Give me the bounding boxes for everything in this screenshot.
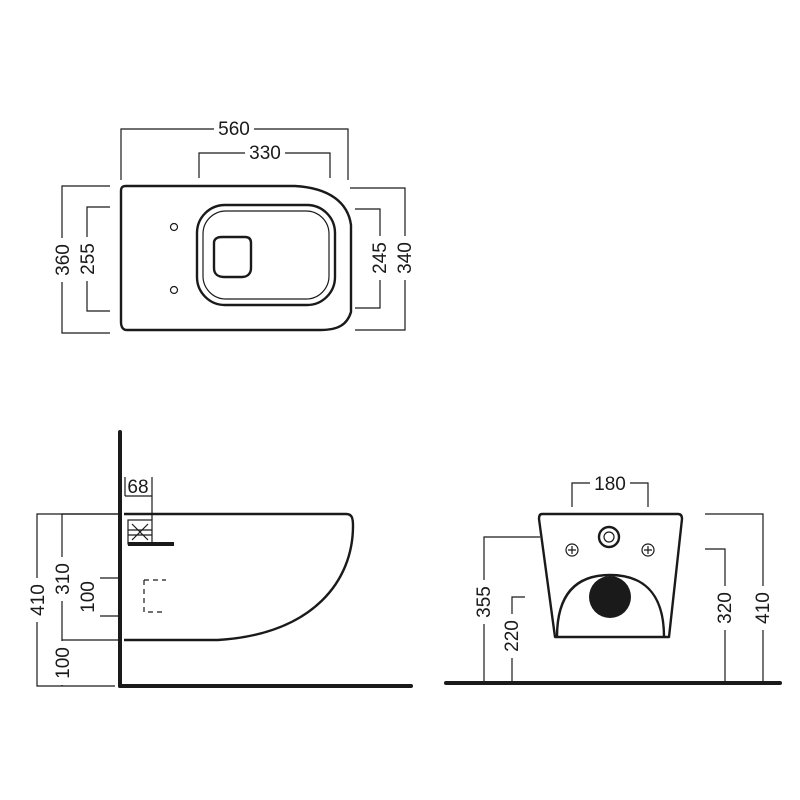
right-height-dimension-line (705, 548, 726, 683)
outlet-dashed (143, 579, 166, 613)
front-depth-label: 340 (395, 242, 416, 274)
rear-view: 180 355 220 320 410 (444, 472, 782, 685)
wall-offset-label: 68 (127, 477, 148, 498)
overall-width-label: 560 (218, 119, 250, 140)
left-height-label: 355 (474, 586, 495, 618)
inner-arch (555, 573, 666, 638)
water-inlet-inner (603, 531, 615, 543)
fixing-hole-left (565, 543, 579, 557)
right-height-label: 320 (715, 592, 736, 624)
seat-width-label: 330 (249, 143, 281, 164)
fixing-spacing-label: 180 (594, 474, 626, 495)
rear-total-height-label: 410 (753, 592, 774, 624)
seat-opening-inner (202, 210, 330, 300)
outlet-height-label: 100 (78, 581, 99, 613)
top-view: 560 330 360 255 245 340 (50, 117, 417, 334)
rim-depth-label: 245 (370, 242, 391, 274)
fixing-hole-right (641, 543, 655, 557)
bowl-height-label: 310 (53, 563, 74, 595)
bracket-plate (128, 542, 174, 546)
fixing-hole-left-cross (568, 546, 576, 554)
water-inlet-outer (597, 525, 621, 549)
bowl-outline-rear (537, 512, 684, 639)
overall-depth-label: 360 (53, 244, 74, 276)
left-height-dimension-line (483, 536, 540, 683)
wall-offset-dimension-line (124, 477, 153, 520)
inner-depth-label: 255 (78, 243, 99, 275)
flush-hole (212, 235, 253, 279)
outlet-center-label: 220 (502, 620, 523, 652)
side-view: 68 410 310 100 100 (25, 430, 413, 688)
total-height-label: 410 (28, 584, 49, 616)
fixing-hole-right-cross (644, 546, 652, 554)
bowl-outline-top (119, 184, 353, 332)
fixing-hole-upper (169, 222, 179, 232)
floor-clearance-label: 100 (53, 647, 74, 679)
seat-opening (195, 203, 337, 307)
bowl-profile-side (124, 512, 355, 642)
mounting-bracket-detail (128, 523, 152, 541)
outlet-hole (589, 576, 631, 618)
fixing-hole-lower (169, 285, 179, 295)
